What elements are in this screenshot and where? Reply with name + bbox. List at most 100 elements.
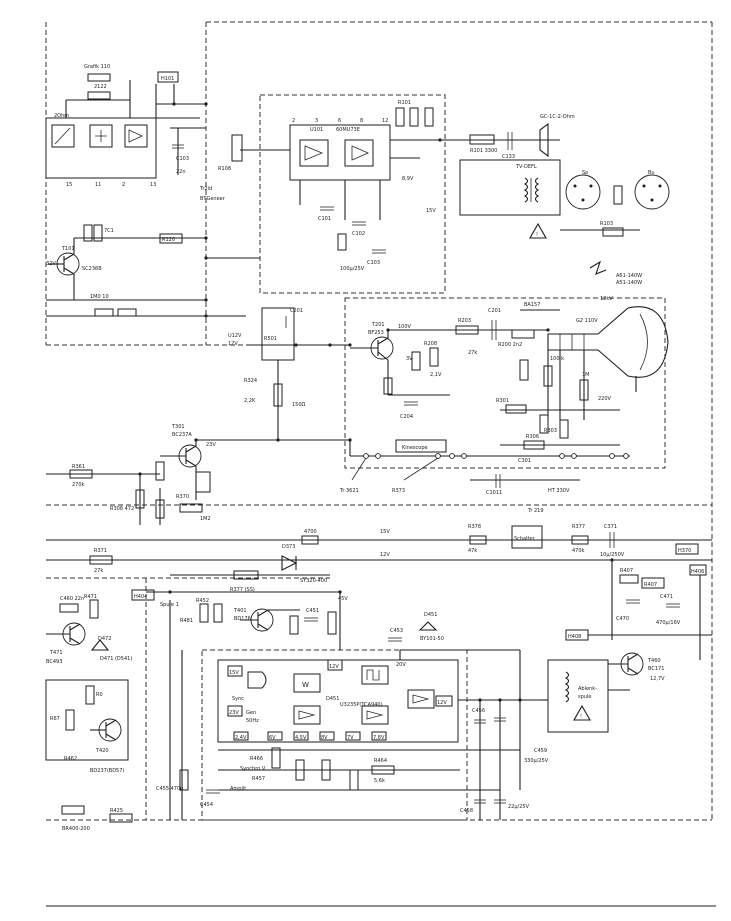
svg-text:R108: R108	[218, 166, 231, 172]
svg-text:BA157: BA157	[524, 302, 540, 308]
svg-text:15V: 15V	[380, 529, 390, 535]
svg-text:R361: R361	[72, 464, 85, 470]
svg-text:10µ/250V: 10µ/250V	[600, 552, 625, 558]
svg-text:15V: 15V	[229, 670, 239, 676]
svg-text:Tr 219: Tr 219	[527, 508, 544, 514]
svg-text:D472: D472	[98, 636, 111, 642]
svg-text:50Hz: 50Hz	[246, 718, 259, 724]
svg-text:H408: H408	[568, 634, 581, 640]
svg-text:2: 2	[122, 182, 125, 188]
svg-text:4700: 4700	[304, 529, 317, 535]
svg-text:BC493: BC493	[46, 659, 62, 665]
svg-text:R101 3300: R101 3300	[470, 148, 497, 154]
regulator-strip: R501 C201 R324 2,2K 150Ω	[244, 307, 352, 440]
svg-text:12: 12	[382, 118, 388, 124]
svg-text:11: 11	[95, 182, 101, 188]
svg-text:20V: 20V	[396, 662, 406, 668]
svg-text:12V: 12V	[437, 700, 447, 706]
svg-text:220V: 220V	[598, 396, 612, 402]
svg-text:2,4V: 2,4V	[235, 735, 247, 741]
ic-d451: 15V Sync 23V Gen 50Hz W 12V D451 U3235P(…	[217, 612, 540, 743]
audio-output: R101 3300 C133 GC-1C-2-Ohm TV-DEFL ! Sp …	[440, 114, 670, 239]
svg-text:R452: R452	[196, 598, 209, 604]
svg-text:BY101-50: BY101-50	[420, 636, 444, 642]
svg-text:R378: R378	[468, 524, 481, 530]
svg-text:R377 (SS): R377 (SS)	[230, 587, 255, 593]
svg-text:R308 472: R308 472	[110, 506, 134, 512]
svg-text:R373: R373	[392, 488, 405, 494]
svg-text:C103: C103	[367, 260, 380, 266]
svg-text:C455 470µ: C455 470µ	[156, 786, 184, 792]
svg-text:6V: 6V	[269, 735, 276, 741]
deflection-coil: Ablenk- spule ! T460 BC171 12,7V H408 R4…	[540, 560, 712, 733]
svg-text:2,1V: 2,1V	[430, 372, 442, 378]
svg-text:R425: R425	[110, 808, 123, 814]
svg-text:C301: C301	[518, 458, 531, 464]
svg-text:R371: R371	[94, 548, 107, 554]
svg-text:15V: 15V	[426, 208, 436, 214]
svg-text:R370: R370	[176, 494, 189, 500]
svg-text:22n: 22n	[176, 169, 186, 175]
svg-text:U12V: U12V	[228, 333, 242, 339]
svg-text:100V: 100V	[398, 324, 412, 330]
svg-text:T471: T471	[49, 650, 63, 656]
svg-text:R306: R306	[526, 434, 539, 440]
svg-text:470µ/16V: 470µ/16V	[656, 620, 681, 626]
transistor-t401: H404 R452 T401 BD176 C451 45V R481 Spule…	[131, 589, 348, 820]
svg-text:Amplit.: Amplit.	[230, 786, 248, 792]
svg-text:7C1: 7C1	[104, 228, 114, 234]
svg-text:G2 110V: G2 110V	[576, 318, 598, 324]
svg-text:3V: 3V	[406, 356, 413, 362]
svg-text:1M: 1M	[582, 372, 590, 378]
svg-text:spule: spule	[578, 694, 591, 700]
svg-text:R0: R0	[96, 692, 103, 698]
svg-text:H404: H404	[134, 594, 147, 600]
svg-text:2122: 2122	[94, 84, 107, 90]
svg-text:C459: C459	[534, 748, 547, 754]
svg-text:100µ/25V: 100µ/25V	[340, 266, 365, 272]
transistor-t101: T101 SC236B 32V 7C1 1M0 10 R120 U12V 12V	[46, 224, 260, 347]
svg-text:4,5V: 4,5V	[295, 735, 307, 741]
svg-text:2: 2	[292, 118, 295, 124]
svg-text:BR400-200: BR400-200	[62, 826, 90, 832]
svg-text:470k: 470k	[572, 548, 585, 554]
svg-text:H370: H370	[678, 548, 691, 554]
svg-text:!: !	[536, 232, 538, 238]
svg-text:12kV: 12kV	[600, 296, 613, 302]
svg-text:12V: 12V	[380, 552, 390, 558]
svg-text:60MU73E: 60MU73E	[336, 127, 360, 133]
svg-text:330µ/25V: 330µ/25V	[524, 758, 549, 764]
svg-text:R481: R481	[180, 618, 193, 624]
svg-text:C201: C201	[290, 308, 303, 314]
kinescope-junction: Kinescope Tr 3621 R373 C1011 HT 330V	[196, 439, 630, 496]
svg-text:12,7V: 12,7V	[650, 676, 665, 682]
svg-text:3: 3	[315, 118, 318, 124]
svg-text:1M2: 1M2	[200, 516, 211, 522]
svg-text:BF253: BF253	[368, 330, 384, 336]
svg-text:BD176: BD176	[234, 616, 251, 622]
svg-text:Kinescope: Kinescope	[402, 445, 428, 451]
svg-text:C371: C371	[604, 524, 617, 530]
svg-text:Sp: Sp	[582, 170, 588, 176]
svg-text:HT 330V: HT 330V	[548, 488, 570, 494]
svg-text:R303: R303	[544, 428, 557, 434]
svg-text:Ablenk-: Ablenk-	[578, 686, 597, 692]
svg-text:R471: R471	[84, 594, 97, 600]
main-rails: R371 27k 15V 12V R377 (SS) D373 SY320-40…	[46, 508, 712, 593]
svg-text:C201: C201	[488, 308, 501, 314]
svg-text:T301: T301	[171, 424, 185, 430]
svg-text:T101: T101	[61, 246, 75, 252]
svg-text:23V: 23V	[229, 710, 239, 716]
svg-text:R301: R301	[496, 398, 509, 404]
svg-text:D451: D451	[424, 612, 437, 618]
top-left-module: Grafik 110 2122 2Ohm H101 C103 22n 15 11…	[45, 64, 208, 188]
svg-text:8V: 8V	[321, 735, 328, 741]
svg-text:R462: R462	[64, 756, 77, 762]
svg-text:C102: C102	[352, 231, 365, 237]
svg-text:SC236B: SC236B	[82, 266, 102, 272]
svg-text:6: 6	[338, 118, 341, 124]
svg-text:R377: R377	[572, 524, 585, 530]
svg-text:TV-DEFL: TV-DEFL	[515, 164, 537, 170]
svg-text:R464: R464	[374, 758, 387, 764]
